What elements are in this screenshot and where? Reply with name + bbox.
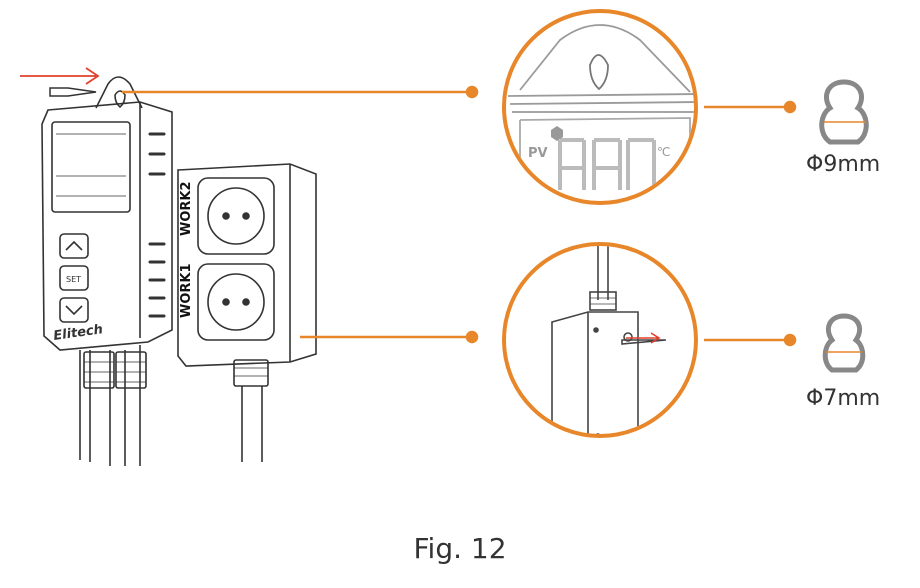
socket-unit <box>177 163 317 462</box>
keyhole-large-icon <box>819 79 869 145</box>
zoom-circle-bottom <box>502 242 698 438</box>
hang-arrow <box>626 332 661 344</box>
controller-unit <box>41 76 173 466</box>
status-hex-icon <box>551 126 563 141</box>
display-unit: ℃ <box>657 145 670 159</box>
set-button-label: SET <box>66 275 81 284</box>
figure-caption: Fig. 12 <box>413 532 507 565</box>
hole-large-diameter: Φ9mm <box>806 152 881 177</box>
leader-lines <box>122 85 797 347</box>
socket-label-bottom: WORK1 <box>179 263 194 318</box>
hole-small-diameter: Φ7mm <box>806 386 881 411</box>
insert-arrow <box>20 67 100 85</box>
keyhole-small-icon <box>822 313 866 373</box>
screw-icon <box>49 87 97 97</box>
brand-logo: Elitech <box>52 322 103 344</box>
socket-label-top: WORK2 <box>179 181 194 236</box>
pv-label: PV <box>528 146 548 161</box>
zoom-circle-top: PV ℃ <box>502 9 698 205</box>
